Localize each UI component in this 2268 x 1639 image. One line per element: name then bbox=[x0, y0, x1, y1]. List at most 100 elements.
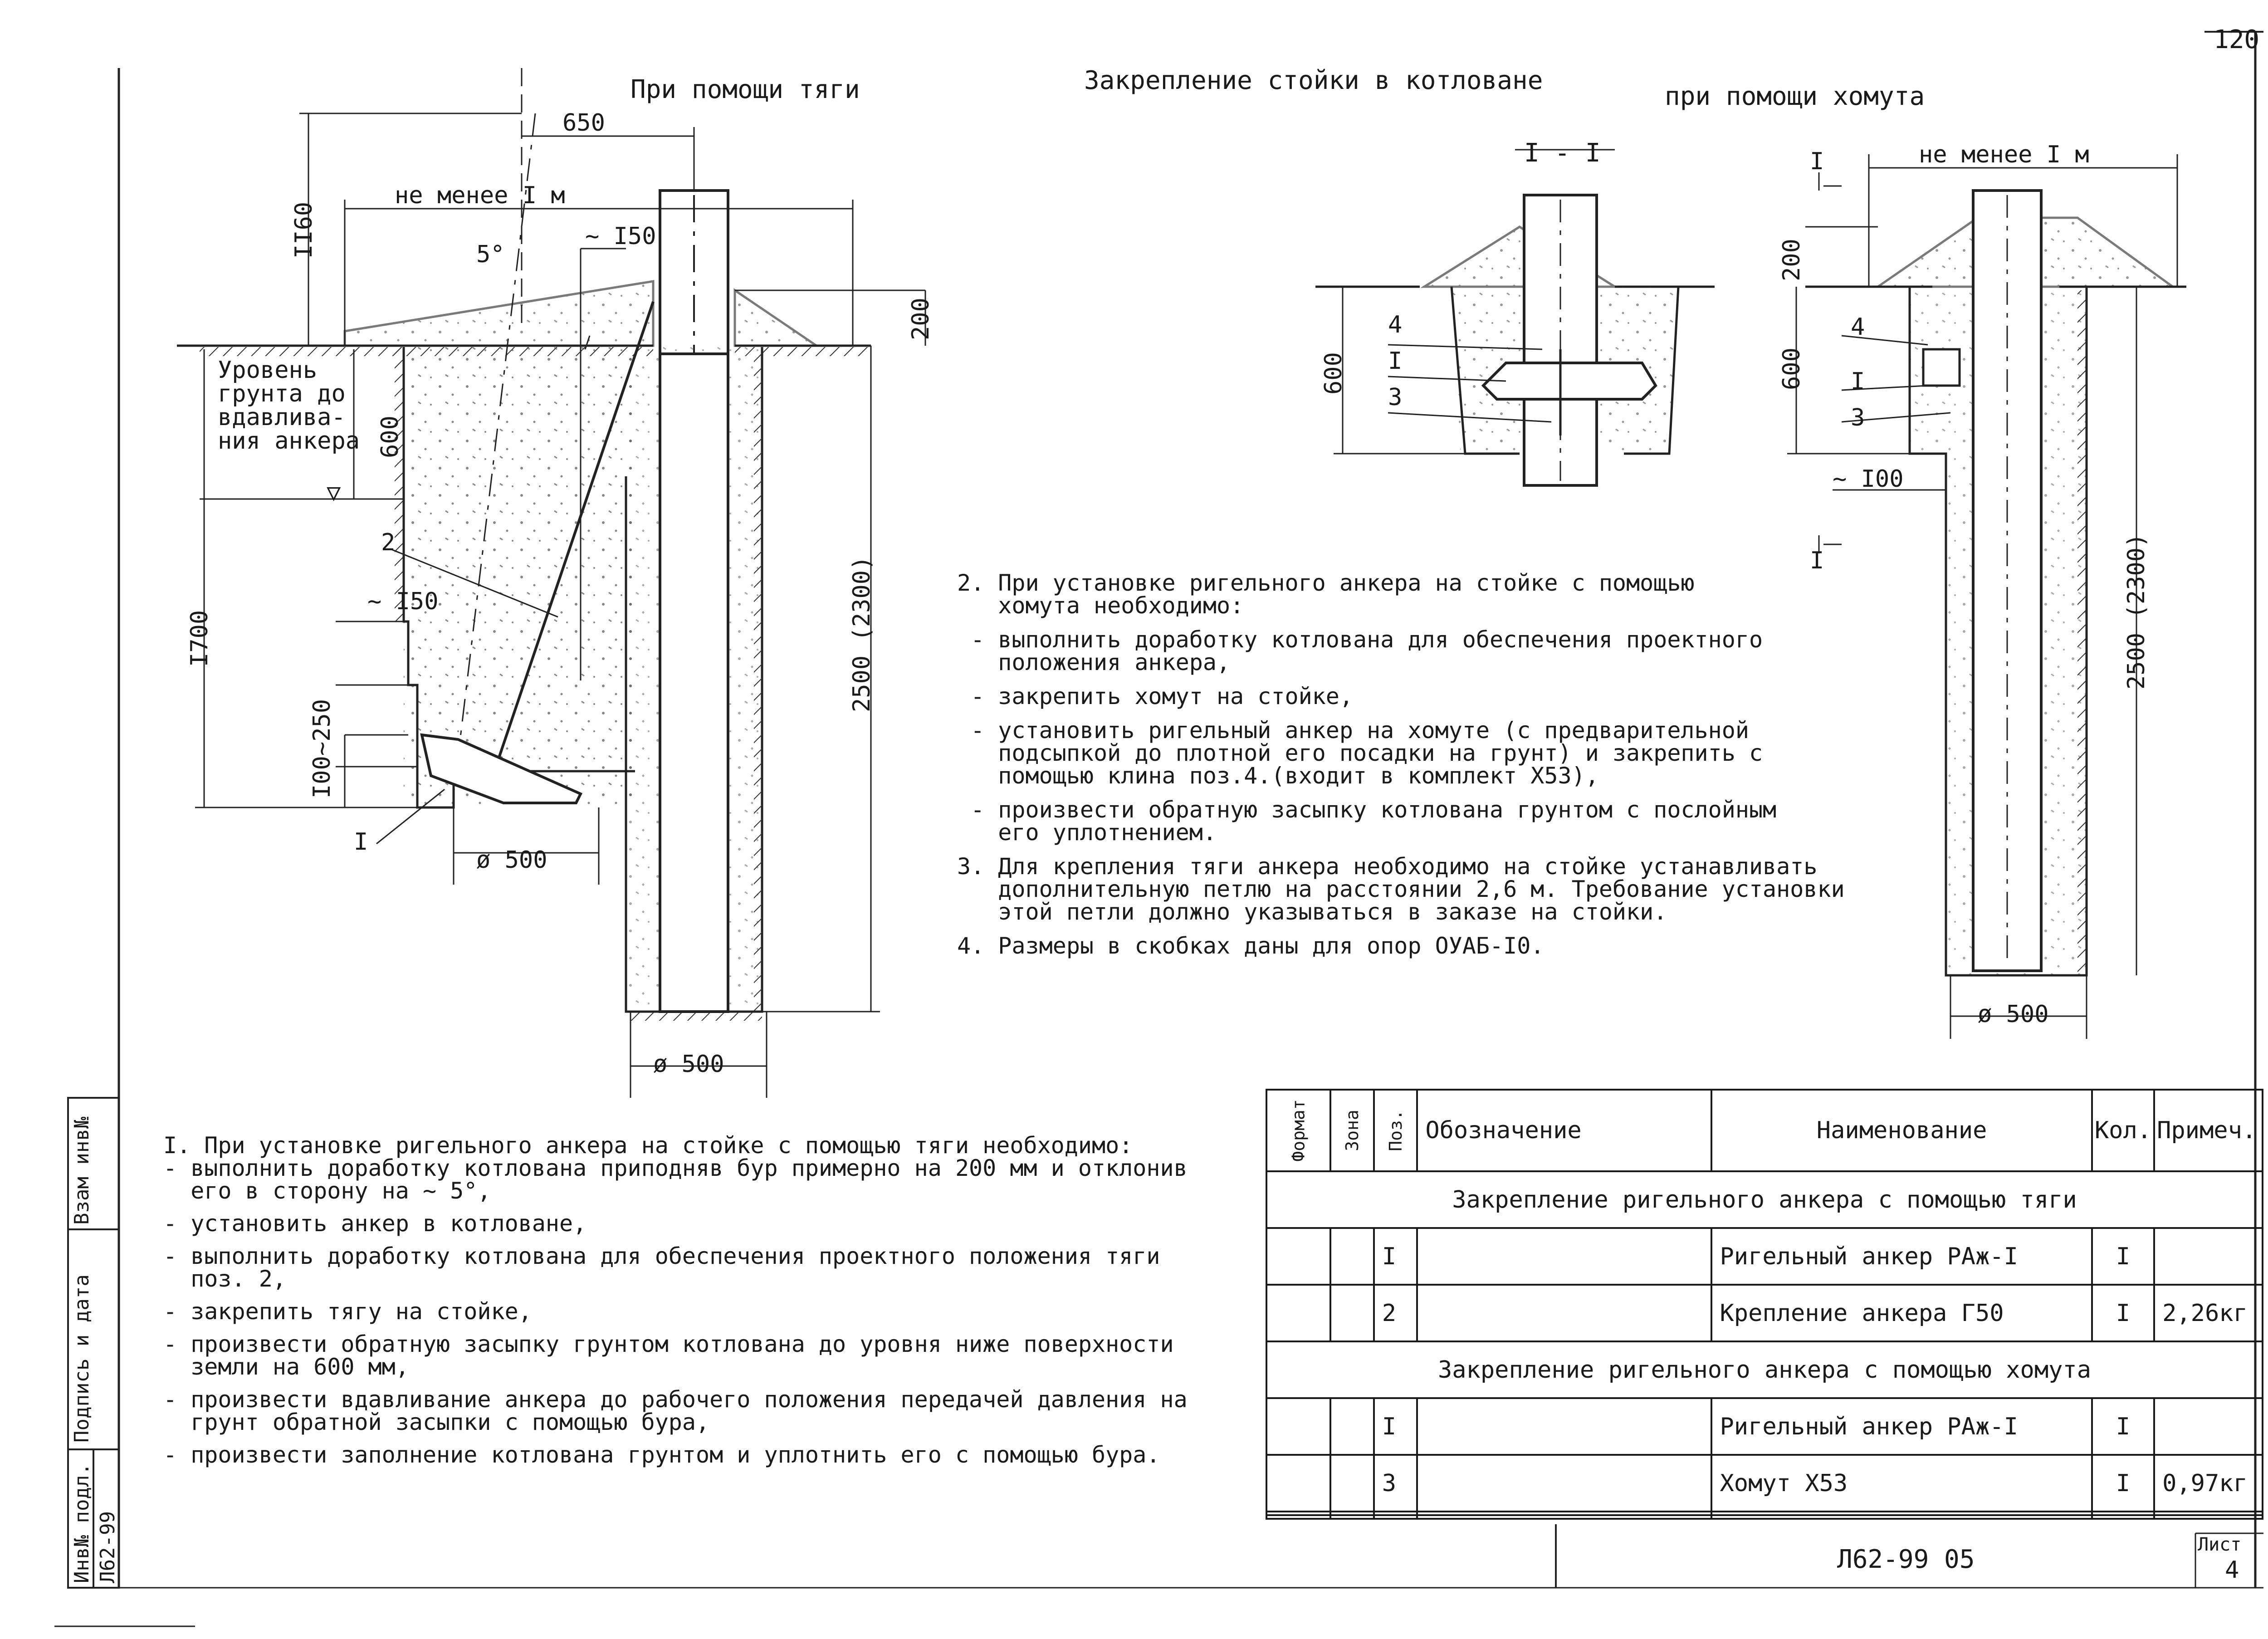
spec-group2-title: Закрепление ригельного анкера с помощью … bbox=[1266, 1341, 2263, 1399]
specification-table: Формат Зона Поз. Обозначение Наименовани… bbox=[1265, 1089, 2263, 1520]
spec-col-name: Наименование bbox=[1711, 1089, 2093, 1172]
spec-cell-name: Ригельный анкер РАж-I bbox=[1711, 1397, 2093, 1456]
note-right-line: - установить ригельный анкер на хомуте (… bbox=[957, 717, 1749, 744]
spec-cell-qty: I bbox=[2091, 1397, 2156, 1456]
dim-650: 650 bbox=[562, 109, 605, 137]
stamp-column bbox=[67, 1097, 120, 1589]
note-left-line: поз. 2, bbox=[163, 1266, 286, 1292]
note-left-line: его в сторону на ~ 5°, bbox=[163, 1178, 491, 1204]
spec-col-zone: Зона bbox=[1330, 1089, 1375, 1172]
note-left-line: - произвести заполнение котлована грунто… bbox=[163, 1442, 1160, 1468]
note-right-line: помощью клина поз.4.(входит в комплект Х… bbox=[957, 763, 1599, 789]
note-right-line: хомута необходимо: bbox=[957, 592, 1244, 619]
section-pos-3: 3 bbox=[1388, 384, 1403, 411]
spec-cell-pos: I bbox=[1373, 1227, 1418, 1286]
section-pos-1: I bbox=[1388, 347, 1403, 375]
left-drawing bbox=[177, 68, 926, 1098]
note-left-line: - установить анкер в котловане, bbox=[163, 1210, 587, 1237]
dia-500-small: ø 500 bbox=[476, 846, 547, 874]
page-number: 120 bbox=[2214, 25, 2260, 54]
pos-2-label: 2 bbox=[381, 529, 396, 556]
note-right-line: 2. При установке ригельного анкера на ст… bbox=[957, 570, 1695, 596]
right-dim-min-1m: не менее I м bbox=[1919, 141, 2089, 168]
spec-col-pos: Поз. bbox=[1373, 1089, 1418, 1172]
spec-cell-note: 0,97кг bbox=[2153, 1454, 2263, 1513]
note-right-line: - выполнить доработку котлована для обес… bbox=[957, 626, 1763, 653]
stamp-sign-date-label: Подпись и дата bbox=[70, 1274, 93, 1443]
note-right-line: подсыпкой до плотной его посадки на грун… bbox=[957, 740, 1763, 766]
dim-150-top: ~ I50 bbox=[585, 223, 656, 250]
spec-empty-row bbox=[1265, 1514, 2263, 1520]
note-left-line: - выполнить доработку котлована приподня… bbox=[163, 1155, 1188, 1181]
level-marker-icon: ▽ bbox=[327, 479, 341, 506]
note-right-line: дополнительную петлю на расстоянии 2,6 м… bbox=[957, 876, 1845, 902]
note-right-line: - произвести обратную засыпку котлована … bbox=[957, 797, 1777, 823]
right-pos-4: 4 bbox=[1851, 313, 1865, 341]
right-drawing bbox=[1787, 154, 2186, 1039]
note-left-line: - произвести вдавливание анкера до рабоч… bbox=[163, 1386, 1188, 1413]
spec-cell-pos: 3 bbox=[1373, 1454, 1418, 1513]
dim-100-250: I00~250 bbox=[308, 699, 336, 798]
spec-cell-qty: I bbox=[2091, 1454, 2156, 1513]
sheet-number: 4 bbox=[2225, 1556, 2239, 1584]
note-left-line: земли на 600 мм, bbox=[163, 1354, 409, 1380]
left-dim-600: 600 bbox=[376, 416, 404, 458]
ground-label-line2: грунта до bbox=[218, 380, 346, 407]
ground-label-line4: ния анкера bbox=[218, 427, 360, 455]
spec-cell-qty: I bbox=[2091, 1284, 2156, 1343]
note-right-line: этой петли должно указываться в заказе н… bbox=[957, 899, 1667, 925]
right-dim-2500: 2500 (2300) bbox=[2123, 533, 2150, 690]
right-dim-200: 200 bbox=[1778, 239, 1805, 281]
note-left-line: I. При установке ригельного анкера на ст… bbox=[163, 1132, 1133, 1159]
spec-empty-row bbox=[1265, 1511, 2263, 1517]
spec-col-format: Формат bbox=[1265, 1089, 1332, 1172]
ground-level-label: Уровень грунта до вдавлива- ния анкера bbox=[218, 358, 360, 453]
pos-1-label: I bbox=[354, 828, 368, 856]
right-dim-100: ~ I00 bbox=[1833, 465, 1904, 493]
right-dia-500: ø 500 bbox=[1978, 1001, 2049, 1028]
main-title: Закрепление стойки в котловане bbox=[1084, 66, 1543, 95]
spec-cell-name: Крепление анкера Г50 bbox=[1711, 1284, 2093, 1343]
angle-5: 5° bbox=[476, 241, 505, 268]
left-dim-min-1m: не менее I м bbox=[395, 182, 565, 209]
spec-cell-pos: 2 bbox=[1373, 1284, 1418, 1343]
section-drawing bbox=[1315, 149, 1715, 487]
spec-cell-name: Хомут Х53 bbox=[1711, 1454, 2093, 1513]
spec-group-row: Закрепление ригельного анкера с помощью … bbox=[1266, 1170, 2263, 1229]
note-right-line: 3. Для крепления тяги анкера необходимо … bbox=[957, 853, 1818, 880]
section-title: I - I bbox=[1524, 138, 1601, 168]
note-left-line: - выполнить доработку котлована для обес… bbox=[163, 1243, 1160, 1269]
spec-cell-note bbox=[2153, 1227, 2263, 1286]
spec-col-note: Примеч. bbox=[2153, 1089, 2263, 1172]
section-dim-600: 600 bbox=[1320, 352, 1347, 395]
spec-cell-pos: I bbox=[1373, 1397, 1418, 1456]
right-pos-1: I bbox=[1851, 368, 1865, 395]
note-right-line: - закрепить хомут на стойке, bbox=[957, 683, 1353, 709]
dim-1160: II60 bbox=[290, 201, 318, 259]
notes-left: I. При установке ригельного анкера на ст… bbox=[163, 1134, 1188, 1466]
right-dim-600: 600 bbox=[1778, 347, 1805, 390]
spec-group1-title: Закрепление ригельного анкера с помощью … bbox=[1266, 1170, 2263, 1229]
ground-label-line1: Уровень bbox=[218, 357, 318, 384]
spec-header-row: Формат Зона Поз. Обозначение Наименовани… bbox=[1265, 1089, 2263, 1172]
spec-cell-note bbox=[2153, 1397, 2263, 1456]
note-left-line: - произвести обратную засыпку грунтом ко… bbox=[163, 1331, 1174, 1357]
right-pos-3: 3 bbox=[1851, 404, 1865, 431]
left-subtitle: При помощи тяги bbox=[631, 75, 860, 104]
left-dim-2500: 2500 (2300) bbox=[848, 556, 875, 712]
stamp-inv-label: Инв№ подл. bbox=[70, 1463, 93, 1583]
left-dim-200: 200 bbox=[907, 298, 934, 340]
note-right-line: 4. Размеры в скобках даны для опор ОУАБ-… bbox=[957, 933, 1545, 959]
dia-500-big: ø 500 bbox=[653, 1051, 724, 1078]
stamp-orig-no: Л62-99 bbox=[96, 1511, 119, 1583]
section-pos-4: 4 bbox=[1388, 311, 1403, 338]
note-right-line: его уплотнением. bbox=[957, 819, 1217, 846]
dim-1700: I700 bbox=[186, 610, 213, 667]
section-mark-top: I bbox=[1810, 148, 1824, 175]
note-left-line: - закрепить тягу на стойке, bbox=[163, 1298, 532, 1325]
spec-cell-qty: I bbox=[2091, 1227, 2156, 1286]
